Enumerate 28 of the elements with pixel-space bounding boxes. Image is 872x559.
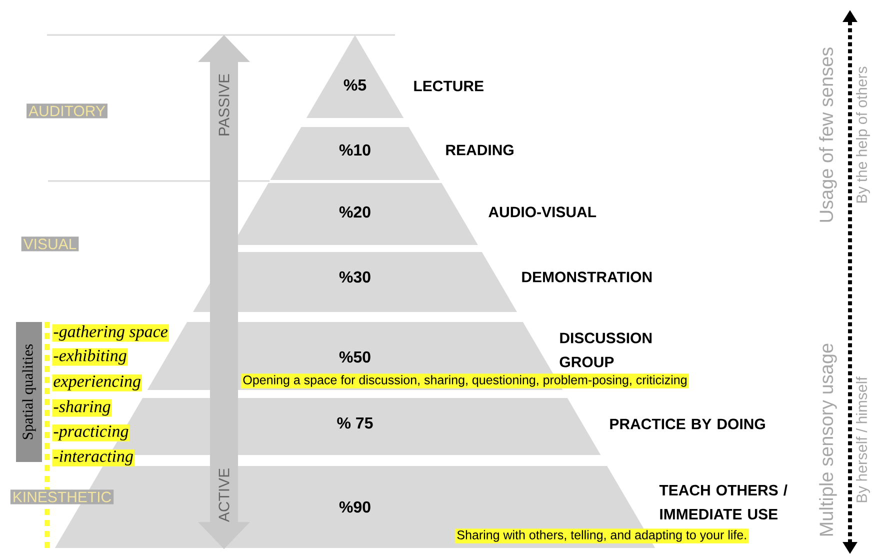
scale-label: Usage of few senses [819,48,837,222]
highlighted-note: Sharing with others, telling, and adapting to your life. [455,528,749,544]
quality-item: -exhibiting [52,348,128,366]
level-label: PRACTICE BY DOING [610,418,765,430]
level-label: AUDIO-VISUAL [488,206,596,218]
pyramid-level: %20 [232,183,478,245]
quality-item: -practicing [52,424,130,442]
sense-label: KINESTHETIC [10,490,114,504]
level-label: TEACH OTHERS / IMMEDIATE USE [659,484,788,520]
quality-item: experiencing [52,374,142,392]
arrow-label: ACTIVE [218,468,230,522]
pyramid-level: %5 [306,35,404,118]
quality-item: -gathering space [52,324,169,342]
level-label: READING [446,144,514,156]
side-label: Spatial qualities [16,322,42,462]
sense-label: AUDITORY [26,104,108,118]
sense-label: VISUAL [21,236,79,252]
arrow-label: PASSIVE [218,74,230,136]
scale-label: By the help of others [856,66,870,203]
pyramid-level: %10 [270,127,440,180]
scale-label: By herself / himself [856,376,870,502]
highlighted-note: Opening a space for discussion, sharing, questioning, problem-posing, criticizing [241,374,689,388]
level-label: DEMONSTRATION [522,272,652,282]
quality-item: -interacting [52,450,134,466]
quality-item: -sharing [52,399,112,417]
scale-label: Multiple sensory usage [819,344,837,536]
pyramid-level: %30 [193,252,517,312]
level-label: LECTURE [414,80,484,92]
